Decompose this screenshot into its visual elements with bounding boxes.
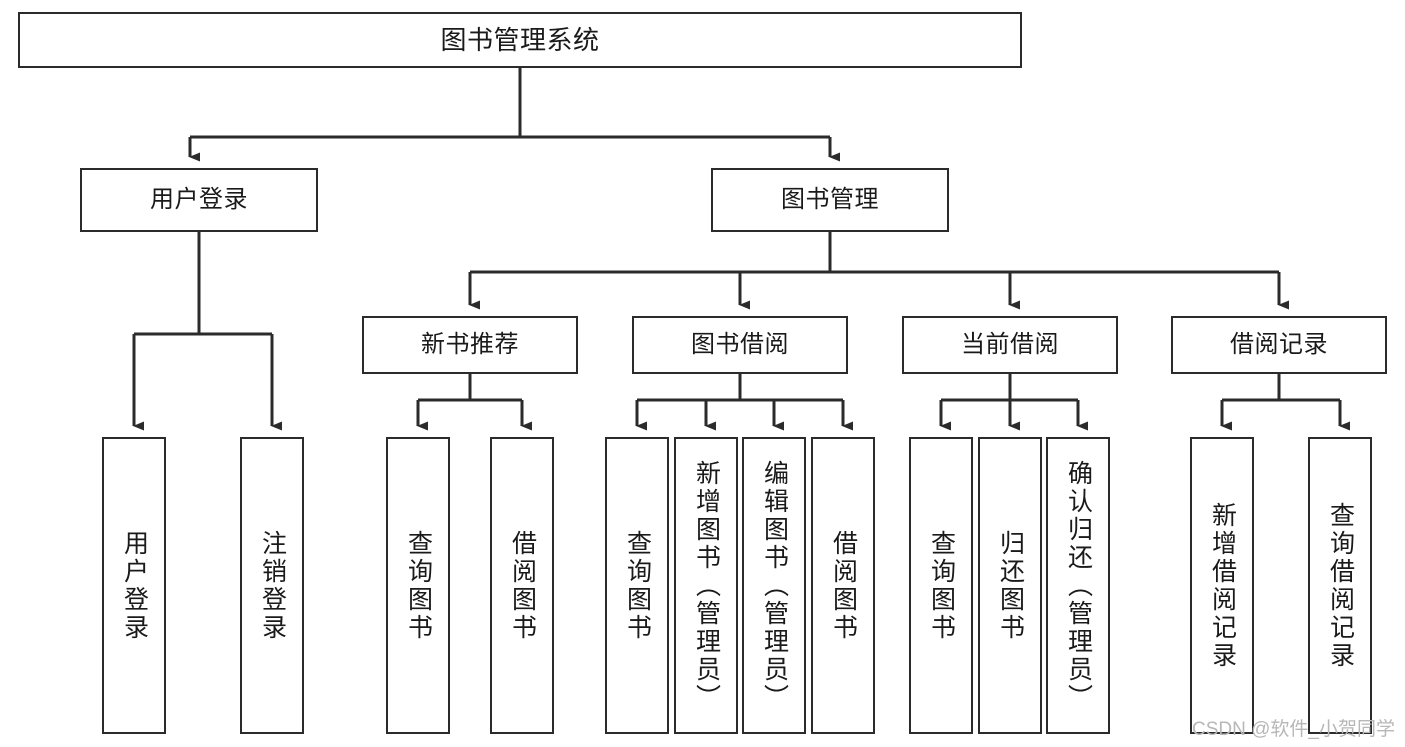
node-user-login[interactable]: 用户登录 [80, 168, 318, 232]
node-new-book-recommend[interactable]: 新书推荐 [362, 316, 578, 374]
node-label: 新书推荐 [421, 330, 519, 358]
node-label: 当前借阅 [961, 330, 1059, 358]
node-leaf-query-book-recommend[interactable]: 查询图书 [386, 437, 450, 734]
node-label: 查询图书 [404, 529, 433, 642]
node-label: 确认归还（管理员） [1064, 459, 1093, 712]
node-label: 查询图书 [623, 529, 652, 642]
node-label: 用户登录 [150, 185, 248, 213]
node-label: 归还图书 [996, 529, 1025, 642]
node-book-borrow[interactable]: 图书借阅 [632, 316, 848, 374]
node-leaf-query-book-current[interactable]: 查询图书 [909, 437, 973, 734]
node-label: 查询图书 [927, 529, 956, 642]
node-label: 编辑图书（管理员） [760, 459, 789, 712]
node-borrow-record[interactable]: 借阅记录 [1171, 316, 1387, 374]
node-current-borrow[interactable]: 当前借阅 [902, 316, 1118, 374]
node-label: 借阅图书 [829, 529, 858, 642]
node-leaf-user-login[interactable]: 用户登录 [102, 437, 166, 734]
node-label: 查询借阅记录 [1326, 501, 1355, 670]
node-leaf-query-book-borrow[interactable]: 查询图书 [605, 437, 669, 734]
node-leaf-add-borrow-record[interactable]: 新增借阅记录 [1190, 437, 1254, 734]
node-label: 图书借阅 [691, 330, 789, 358]
node-label: 用户登录 [120, 529, 149, 642]
node-leaf-logout-login[interactable]: 注销登录 [240, 437, 304, 734]
node-root-system[interactable]: 图书管理系统 [18, 12, 1022, 68]
node-label: 新增图书（管理员） [692, 459, 721, 712]
node-leaf-return-book[interactable]: 归还图书 [978, 437, 1042, 734]
node-leaf-confirm-return[interactable]: 确认归还（管理员） [1046, 437, 1110, 734]
node-leaf-add-book[interactable]: 新增图书（管理员） [674, 437, 738, 734]
node-book-manage[interactable]: 图书管理 [711, 168, 949, 232]
node-label: 图书管理 [781, 185, 879, 213]
node-leaf-borrow-book[interactable]: 借阅图书 [811, 437, 875, 734]
csdn-watermark: CSDN @软件_小贺同学 [1192, 719, 1395, 740]
node-label: 新增借阅记录 [1208, 501, 1237, 670]
node-leaf-edit-book[interactable]: 编辑图书（管理员） [742, 437, 806, 734]
node-label: 注销登录 [258, 529, 287, 642]
node-label: 借阅记录 [1230, 330, 1328, 358]
node-leaf-query-borrow-record[interactable]: 查询借阅记录 [1308, 437, 1372, 734]
node-label: 借阅图书 [508, 529, 537, 642]
node-leaf-borrow-book-recommend[interactable]: 借阅图书 [490, 437, 554, 734]
node-label: 图书管理系统 [440, 24, 600, 55]
